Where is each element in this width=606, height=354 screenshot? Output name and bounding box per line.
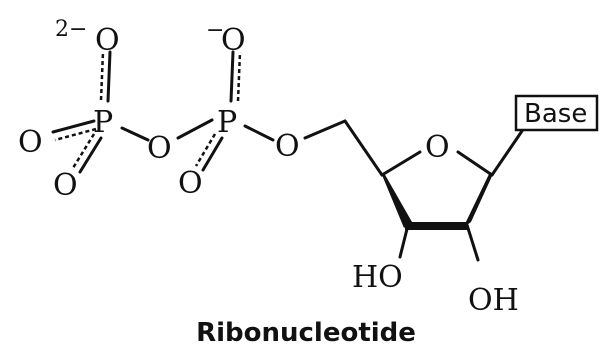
atom-o-bridge: O <box>147 131 172 166</box>
atom-oh-2prime: OH <box>468 283 519 318</box>
bond-c3-oh <box>398 223 410 259</box>
atom-p-right: P <box>217 105 237 140</box>
atom-o-top-left: O <box>95 23 120 58</box>
bond-o-bridge-p2 <box>176 118 214 140</box>
bond-p1-o-left <box>51 119 96 134</box>
bond-p2-o-top <box>229 50 235 103</box>
atom-o-bottom-mid: O <box>178 166 203 201</box>
base-label: Base <box>524 99 587 129</box>
charge-terminal: 2− <box>55 17 87 42</box>
bond-p1-o-top <box>106 50 112 103</box>
charge-bridge: − <box>206 18 224 43</box>
atom-o-bottom-left: O <box>53 168 78 203</box>
atom-ho-3prime: HO <box>352 260 403 295</box>
bond-c2-oh <box>465 223 480 262</box>
bond-c4-o-ring <box>380 150 422 177</box>
atom-o-top-mid: O <box>221 23 246 58</box>
bond-p1-o-bottom <box>78 136 103 174</box>
wedge-c2-c1 <box>463 172 493 228</box>
atom-o-left: O <box>18 125 43 160</box>
bond-p2-o-top-partial <box>236 51 242 102</box>
bond-p2-o-bottom-partial <box>194 133 217 167</box>
atom-labels: 2− O − O P P O O O O O O HO OH Base <box>18 17 587 318</box>
bond-group <box>51 50 524 262</box>
bond-c1-base <box>490 129 524 177</box>
wedge-c3-c2 <box>405 222 467 230</box>
bond-p2-o-bottom <box>201 136 224 172</box>
bond-p1-o-bottom-partial <box>71 133 96 169</box>
bond-ch2-c4 <box>343 119 384 177</box>
bond-p1-o-left-partial <box>54 127 97 142</box>
molecule-title: Ribonucleotide <box>196 318 416 348</box>
atom-o-ring: O <box>425 130 450 165</box>
atom-o-ester: O <box>275 129 300 164</box>
bond-p1-o-top-partial <box>99 51 105 101</box>
bond-o-ring-c1 <box>456 150 494 177</box>
atom-p-left: P <box>93 105 113 140</box>
wedge-c4-c3 <box>382 173 412 228</box>
bond-p2-o-ester <box>243 124 275 142</box>
bond-p1-o-bridge <box>120 126 150 142</box>
base-box <box>514 94 599 132</box>
bond-o-ester-ch2 <box>303 119 347 140</box>
